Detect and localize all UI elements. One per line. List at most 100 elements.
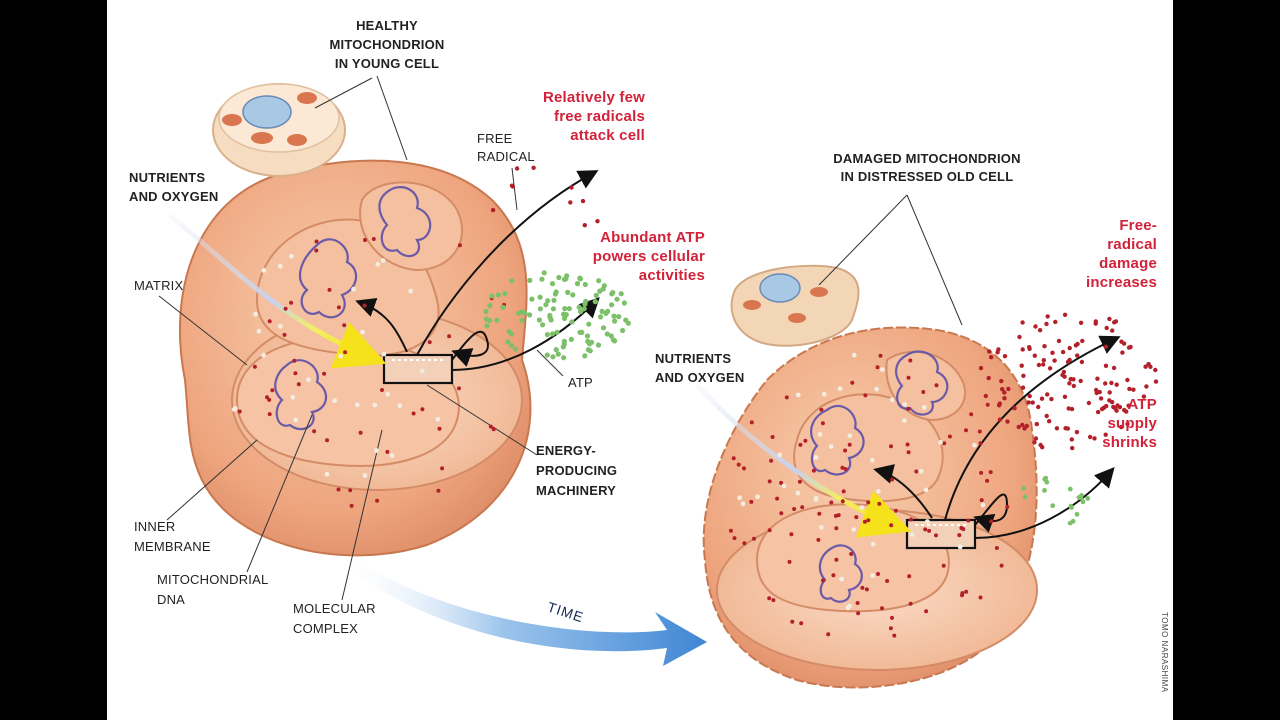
free-radical-dot [736,462,741,467]
free-radical-dot [862,519,867,524]
free-radical-dot [1041,358,1046,363]
matrix-particle [289,253,294,259]
free-radical-dot [1034,421,1039,427]
atp-dot [544,352,550,358]
free-radical-dot [1021,373,1026,378]
free-radical-dot [1047,366,1053,371]
matrix-particle [925,519,930,524]
free-radical-dot [1097,389,1102,395]
free-radical-dot [1065,426,1070,431]
free-radical-dot [1117,404,1123,410]
free-radical-dot [1104,325,1109,331]
free-radical-dot [371,237,376,241]
free-radical-dot [1020,320,1025,325]
free-radical-dot [1109,380,1114,386]
matrix-particle [921,405,927,410]
free-radical-dot [296,382,301,387]
free-radical-dot [267,412,272,417]
free-radical-dot [1032,440,1037,445]
free-radical-dot [1042,344,1047,349]
mitochondria-illustration [158,75,1159,689]
free-radical-dot [941,563,946,568]
inner-membrane-label: INNER MEMBRANE [134,519,211,554]
matrix-particle [755,494,760,500]
free-radical-dot [890,615,894,620]
atp-dot [614,296,620,302]
matrix-particle [972,442,977,448]
free-radical-dot [1039,396,1045,401]
free-radical-dot [327,287,332,292]
atp-dot [489,293,495,299]
free-radical-dot [1040,445,1045,450]
free-radical-dot [457,243,462,248]
atp-dot [582,281,588,288]
matrix-particle [253,311,258,317]
free-radical-dot [989,519,994,524]
free-radical-dot [986,375,991,381]
free-radical-dot [988,470,993,475]
free-radical-dot [1107,390,1112,395]
free-radical-dot [875,365,880,370]
atp-dot [536,317,542,323]
free-radical-dot [1012,406,1017,411]
matrix-particle [231,407,237,412]
free-radical-dot [816,537,821,542]
free-radical-dot [1119,339,1124,344]
free-radical-dot [1062,312,1068,317]
matrix-particle [821,391,827,397]
free-radical-dot [849,552,854,556]
free-radical-dot [1002,396,1007,401]
atp-dot [592,299,598,305]
free-radical-dot [1087,434,1093,440]
atp-dot [539,276,545,282]
matrix-particle [851,527,856,532]
free-radical-dot [457,386,461,391]
free-radical-dot [775,496,780,501]
matrix-particle [324,471,330,477]
free-radical-dot [831,573,836,578]
matrix-particle [876,488,881,494]
free-radical-dot [1044,413,1049,419]
free-radical-dot [531,165,536,170]
atp-dot [550,354,556,360]
atp-dot [600,286,606,292]
healthy-mitochondrion [167,159,600,557]
free-radical-dot [905,442,910,447]
matrix-particle [845,605,851,611]
atp-dot [509,331,515,337]
free-radical-dot [840,465,845,470]
free-radical-dot [977,429,982,434]
free-radical-dot [983,393,988,399]
free-radical-dot [1111,365,1117,371]
free-radical-dot [1016,424,1021,430]
free-radical-dot [840,499,845,504]
free-radical-dot [934,533,938,538]
free-radical-dot [1112,320,1117,325]
free-radical-dot [595,219,600,224]
free-radical-dot [1062,394,1068,399]
free-radical-dot [1119,424,1124,430]
atp-dot [549,331,556,337]
atp-dot [553,347,559,353]
matrix-particle [847,433,853,439]
matrix-particle [918,468,924,474]
free-radical-dot [789,532,794,537]
matrix-particle [902,418,907,423]
matrix-particle [795,490,801,496]
matrix-particle [851,352,857,358]
free-radical-dot [1107,316,1112,322]
atp-dot [596,278,602,284]
free-radical-dot [440,466,445,471]
figure-panel: HEALTHY MITOCHONDRION IN YOUNG CELL NUTR… [107,0,1173,720]
free-radical-dot [892,633,897,638]
matrix-particle [839,576,845,582]
free-radical-dot [843,467,848,471]
free-radical-dot [769,458,774,463]
free-radical-dot [771,598,776,603]
matrix-particle [795,392,801,398]
atp-dot [609,302,615,308]
young-cell-icon [212,77,373,177]
atp-dot [547,312,553,319]
free-radical-dot [829,500,834,505]
free-radical-dot [803,438,808,443]
